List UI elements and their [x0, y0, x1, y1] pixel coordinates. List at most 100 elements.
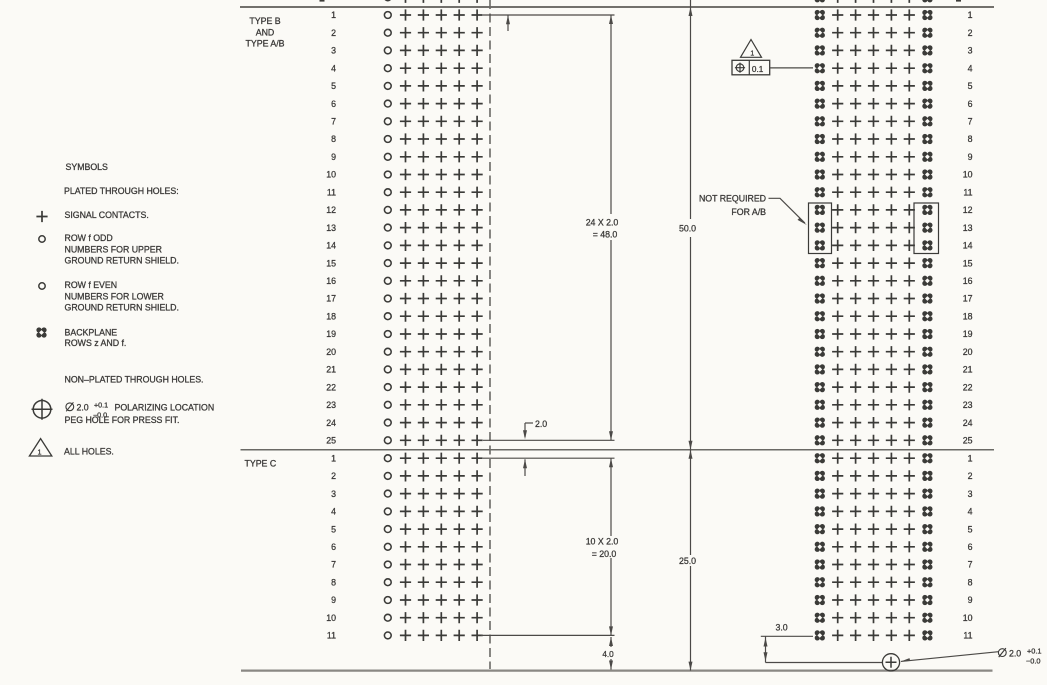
svg-text:2: 2	[968, 28, 973, 38]
svg-text:18: 18	[963, 311, 973, 321]
svg-text:4: 4	[331, 63, 336, 73]
svg-text:+0.1: +0.1	[1027, 646, 1042, 655]
svg-text:9: 9	[331, 595, 336, 605]
svg-text:1: 1	[331, 453, 336, 463]
svg-text:5: 5	[331, 524, 336, 534]
svg-text:10: 10	[963, 613, 973, 623]
svg-text:0.1: 0.1	[752, 65, 764, 74]
svg-text:17: 17	[963, 294, 973, 304]
svg-text:11: 11	[963, 631, 972, 641]
svg-text:3: 3	[331, 489, 336, 499]
svg-text:6: 6	[331, 542, 336, 552]
svg-text:20: 20	[326, 347, 336, 357]
svg-text:GROUND RETURN SHIELD.: GROUND RETURN SHIELD.	[65, 303, 179, 313]
svg-text:6: 6	[968, 542, 973, 552]
svg-text:13: 13	[326, 223, 336, 233]
svg-text:17: 17	[326, 294, 336, 304]
svg-text:9: 9	[968, 152, 973, 162]
svg-text:19: 19	[326, 329, 336, 339]
svg-text:FOR A/B: FOR A/B	[731, 207, 766, 217]
svg-text:7: 7	[968, 117, 973, 127]
svg-text:10 X 2.0: 10 X 2.0	[586, 537, 619, 547]
svg-text:7: 7	[331, 560, 336, 570]
svg-text:25: 25	[963, 435, 973, 445]
svg-text:25: 25	[326, 435, 336, 445]
svg-text:1: 1	[750, 51, 754, 58]
svg-text:21: 21	[963, 365, 973, 375]
svg-text:7: 7	[968, 560, 973, 570]
svg-text:50.0: 50.0	[679, 224, 696, 234]
svg-text:4.0: 4.0	[602, 650, 614, 659]
svg-text:4: 4	[968, 507, 973, 517]
svg-text:1: 1	[331, 10, 336, 20]
svg-text:3: 3	[331, 46, 336, 56]
svg-text:ROW f EVEN: ROW f EVEN	[65, 280, 118, 290]
svg-text:11: 11	[963, 187, 972, 197]
svg-text:PLATED THROUGH HOLES:: PLATED THROUGH HOLES:	[64, 186, 179, 196]
svg-text:10: 10	[326, 613, 336, 623]
svg-text:16: 16	[963, 276, 973, 286]
svg-text:= 48.0: = 48.0	[593, 230, 618, 240]
svg-text:TYPE A/B: TYPE A/B	[246, 39, 285, 49]
svg-text:21: 21	[326, 365, 336, 375]
svg-text:5: 5	[968, 524, 973, 534]
svg-text:8: 8	[968, 134, 973, 144]
svg-text:24: 24	[963, 418, 973, 428]
svg-text:10: 10	[963, 170, 973, 180]
svg-text:2: 2	[331, 28, 336, 38]
svg-text:16: 16	[326, 276, 336, 286]
svg-text:BACKPLANE: BACKPLANE	[65, 328, 118, 338]
svg-text:2.0: 2.0	[535, 419, 547, 429]
svg-text:22: 22	[326, 382, 336, 392]
svg-text:−0.0: −0.0	[1026, 657, 1041, 666]
svg-text:1: 1	[968, 10, 973, 20]
svg-text:1: 1	[38, 447, 42, 456]
svg-text:5: 5	[968, 81, 973, 91]
svg-text:3.0: 3.0	[776, 623, 788, 633]
svg-text:2: 2	[331, 471, 336, 481]
svg-text:2.0: 2.0	[1009, 648, 1021, 658]
svg-text:9: 9	[331, 152, 336, 162]
svg-text:PEG HOLE FOR PRESS FIT.: PEG HOLE FOR PRESS FIT.	[65, 415, 180, 425]
svg-text:4: 4	[968, 63, 973, 73]
svg-text:10: 10	[326, 170, 336, 180]
svg-text:23: 23	[963, 400, 973, 410]
svg-text:AND: AND	[256, 27, 275, 37]
svg-text:SYMBOLS: SYMBOLS	[66, 162, 109, 172]
svg-text:25.0: 25.0	[679, 556, 696, 566]
svg-text:20: 20	[963, 347, 973, 357]
svg-text:POLARIZING LOCATION: POLARIZING LOCATION	[115, 403, 215, 413]
svg-text:6: 6	[968, 99, 973, 109]
svg-text:2: 2	[968, 471, 973, 481]
svg-text:11: 11	[327, 631, 336, 641]
svg-text:22: 22	[963, 382, 973, 392]
svg-text:18: 18	[326, 311, 336, 321]
svg-text:23: 23	[326, 400, 336, 410]
svg-text:9: 9	[968, 595, 973, 605]
svg-text:13: 13	[963, 223, 973, 233]
svg-text:NUMBERS FOR UPPER: NUMBERS FOR UPPER	[65, 245, 162, 255]
svg-text:NOT REQUIRED: NOT REQUIRED	[699, 194, 766, 204]
svg-text:11: 11	[327, 187, 336, 197]
svg-text:ALL HOLES.: ALL HOLES.	[64, 446, 114, 456]
svg-text:GROUND RETURN SHIELD.: GROUND RETURN SHIELD.	[65, 256, 179, 266]
svg-text:12: 12	[963, 205, 973, 215]
svg-text:24 X 2.0: 24 X 2.0	[586, 218, 619, 228]
svg-text:14: 14	[326, 241, 336, 251]
svg-text:2.0: 2.0	[77, 403, 89, 413]
svg-text:ROW f ODD: ROW f ODD	[65, 233, 113, 243]
svg-text:19: 19	[963, 329, 973, 339]
svg-text:SIGNAL CONTACTS.: SIGNAL CONTACTS.	[65, 210, 149, 220]
svg-text:7: 7	[331, 117, 336, 127]
svg-text:NUMBERS FOR LOWER: NUMBERS FOR LOWER	[65, 292, 164, 302]
svg-text:24: 24	[326, 418, 336, 428]
svg-text:= 20.0: = 20.0	[592, 549, 617, 559]
svg-text:+0.1: +0.1	[94, 401, 108, 410]
svg-text:12: 12	[326, 205, 336, 215]
svg-text:8: 8	[968, 577, 973, 587]
svg-text:8: 8	[331, 134, 336, 144]
svg-text:14: 14	[963, 241, 973, 251]
svg-text:3: 3	[968, 489, 973, 499]
svg-text:6: 6	[331, 99, 336, 109]
svg-text:−0.0: −0.0	[93, 411, 107, 420]
